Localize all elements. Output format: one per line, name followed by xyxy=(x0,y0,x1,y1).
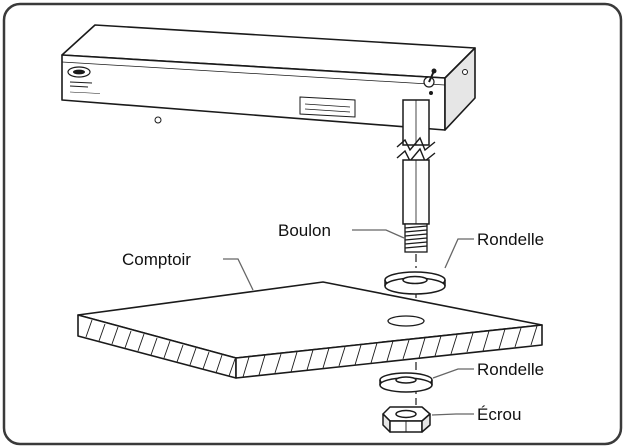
washer-bottom xyxy=(379,372,433,393)
label-rondelle-bottom: Rondelle xyxy=(477,360,544,379)
countertop-right-edge xyxy=(235,324,543,379)
hex-nut xyxy=(382,406,431,433)
logo-badge-icon xyxy=(67,66,101,94)
toggle-switch-icon xyxy=(423,68,437,95)
countertop-hatching xyxy=(85,319,538,378)
bolt-shaft xyxy=(396,99,436,225)
leader-rondelle-top xyxy=(444,238,474,269)
label-ecrou: Écrou xyxy=(477,405,521,424)
leader-ecrou xyxy=(431,413,474,416)
appliance-side-face xyxy=(444,47,476,131)
leader-lines xyxy=(223,229,474,416)
leader-boulon xyxy=(352,229,405,239)
leader-rondelle-bottom xyxy=(432,368,474,379)
appliance-screws xyxy=(154,69,468,124)
leader-comptoir xyxy=(223,258,254,291)
label-rondelle-top: Rondelle xyxy=(477,230,544,249)
countertop xyxy=(77,281,543,379)
label-comptoir: Comptoir xyxy=(122,250,191,269)
label-boulon: Boulon xyxy=(278,221,331,240)
countertop-hole xyxy=(387,315,425,327)
appliance-label-plate xyxy=(299,96,356,118)
bolt-thread xyxy=(404,223,428,253)
washer-top xyxy=(384,271,446,295)
